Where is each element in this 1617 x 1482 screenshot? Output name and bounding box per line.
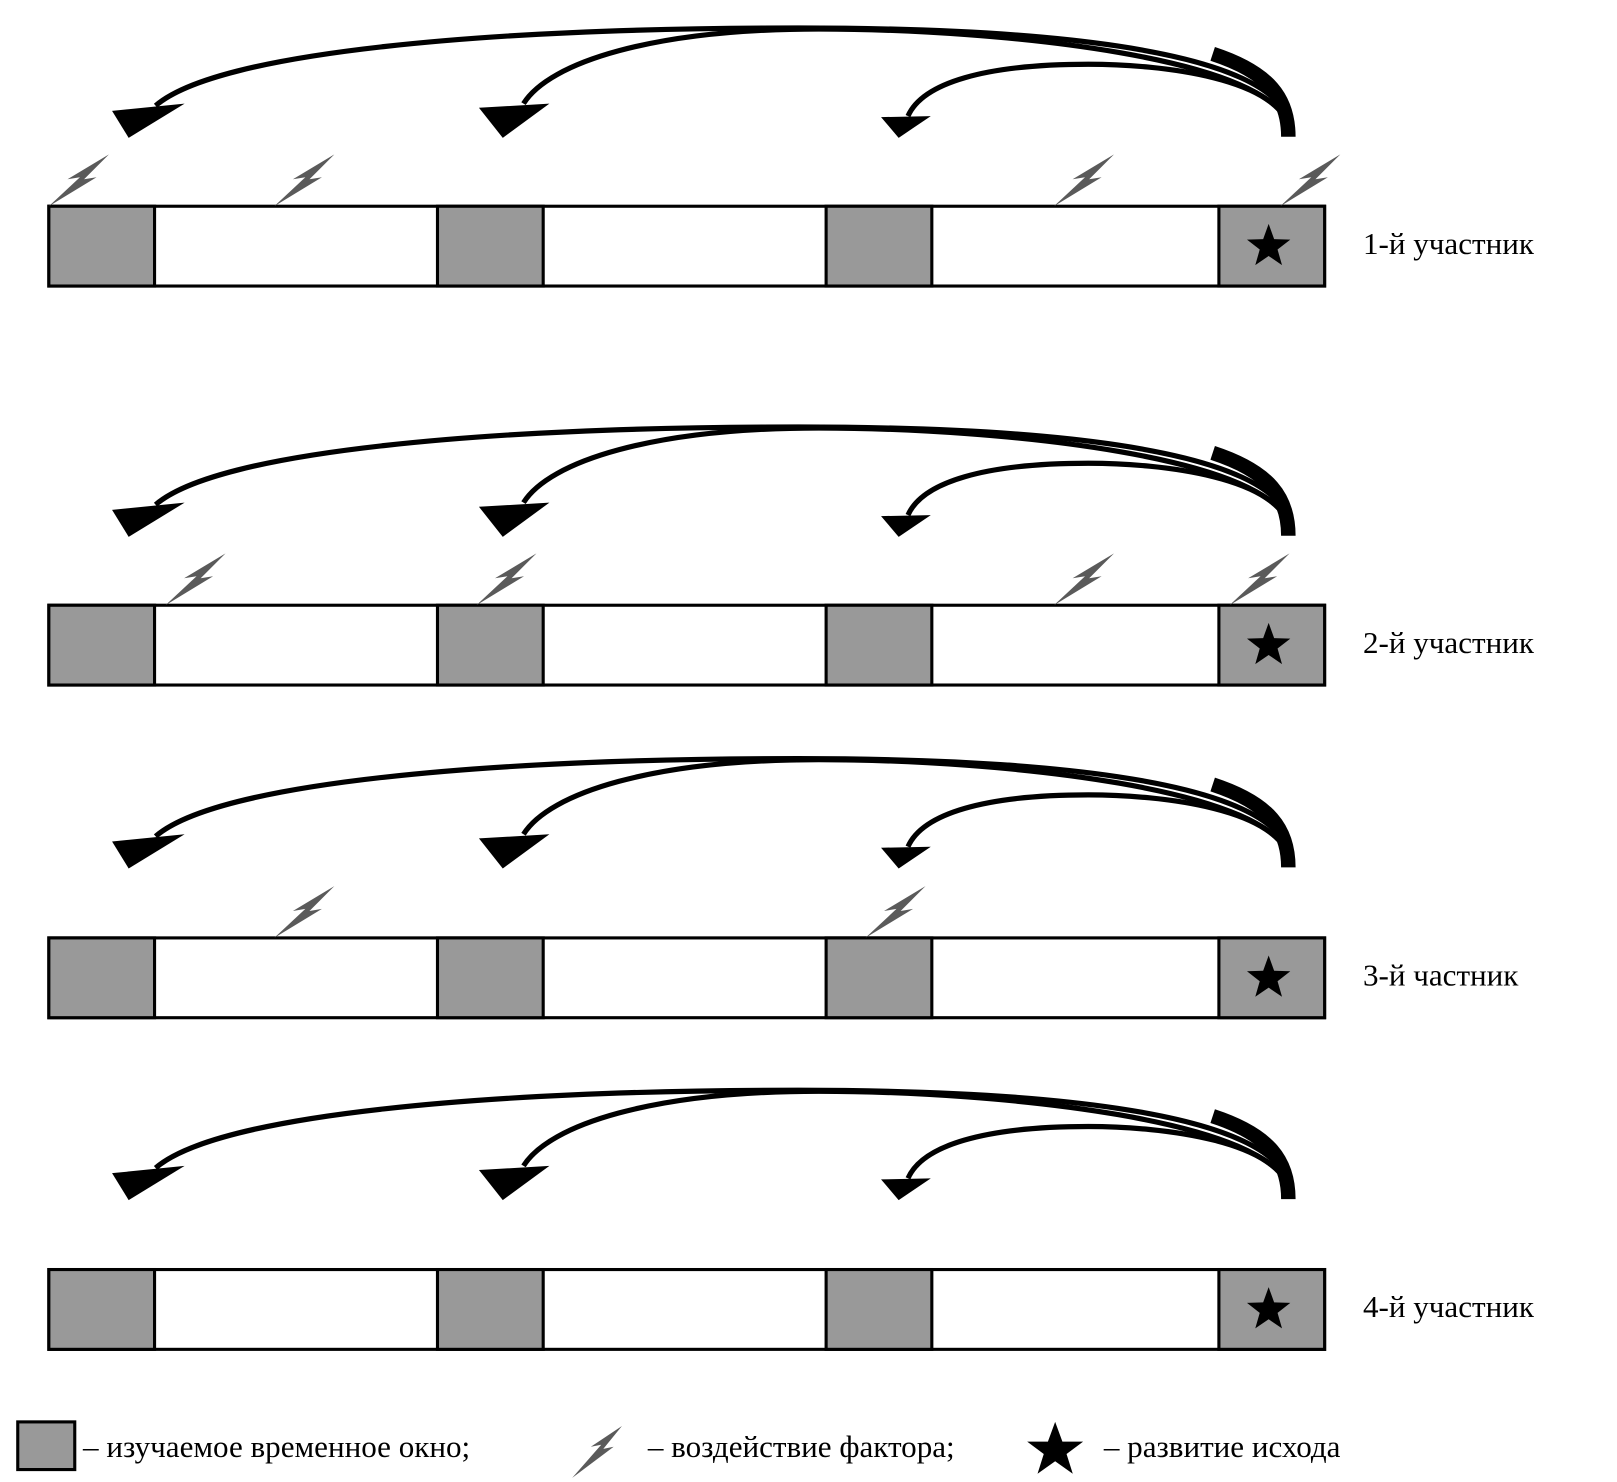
lightning-icon [1280,154,1341,207]
arrowhead [112,834,185,869]
timeline-bar [47,204,1327,288]
arrowhead [881,515,931,537]
star-icon [1246,622,1291,665]
study-window [47,1267,157,1351]
study-window [435,603,545,687]
lightning-icon [476,553,537,606]
curved-arrow [905,61,1293,134]
star-icon [1246,955,1291,997]
participant-row: 4-й участник [47,1087,1535,1351]
curved-arrow [905,792,1293,864]
lightning-icon [1053,154,1115,207]
legend-window-text: – изучаемое временное окно; [82,1429,470,1464]
lightning-icon [274,886,335,938]
arrowhead [112,103,185,138]
arrowhead [881,1178,931,1201]
curved-arrow [153,756,1293,864]
arrowhead [478,834,550,869]
arrowhead [478,502,550,537]
study-window [824,603,934,687]
arrowhead [881,116,931,138]
arrowhead [112,1165,185,1201]
curved-arrow [905,1123,1293,1196]
study-window [824,1267,934,1351]
timeline-bar [47,936,1327,1020]
arrow-origin-thick [1210,46,1296,137]
star-icon [1246,1287,1291,1329]
lightning-icon [274,154,335,207]
study-window [47,603,157,687]
study-window [824,936,934,1020]
arrowhead [112,502,185,537]
arrow-origin-thick [1210,445,1296,536]
lightning-icon [48,154,109,207]
study-window [435,1267,545,1351]
arrows [112,25,1296,138]
arrowhead [881,846,931,869]
participant-label: 4-й участник [1363,1289,1535,1324]
participant-rows: 1-й участник 2-й участник 3-й частник 4-й у… [47,25,1535,1351]
curved-arrow [905,460,1293,533]
arrowhead [478,1165,550,1201]
participant-label: 1-й участник [1363,226,1535,261]
lightning-icon [165,553,226,606]
legend-star-icon [1027,1421,1084,1474]
participant-label: 3-й частник [1363,958,1519,993]
star-icon [1246,223,1291,266]
arrows [112,1087,1296,1201]
lightning-icon [1053,553,1115,606]
timeline-bar [47,1267,1327,1351]
study-window [47,204,157,288]
arrows [112,756,1296,869]
study-window [47,936,157,1020]
participant-row: 1-й участник [47,25,1535,288]
arrow-origin-thick [1210,1109,1296,1200]
curved-arrow [153,1087,1293,1196]
lightning-icon [1229,553,1290,606]
lightning-icon [865,886,926,938]
arrowhead [478,103,550,138]
legend-window-swatch [16,1420,77,1472]
participant-label: 2-й участник [1363,625,1535,660]
legend-factor-text: – воздействие фактора; [647,1429,955,1464]
curved-arrow [153,424,1293,532]
legend: – изучаемое временное окно; – воздействи… [16,1420,1341,1478]
timeline-bar [47,603,1327,687]
study-window [435,204,545,288]
legend-outcome-text: – развитие исхода [1103,1429,1341,1464]
arrows [112,424,1296,537]
curved-arrow [153,25,1293,133]
participant-row: 3-й частник [47,756,1519,1020]
legend-lightning-icon [572,1426,622,1478]
study-window [435,936,545,1020]
participant-row: 2-й участник [47,424,1535,687]
study-window [824,204,934,288]
arrow-origin-thick [1210,777,1296,868]
